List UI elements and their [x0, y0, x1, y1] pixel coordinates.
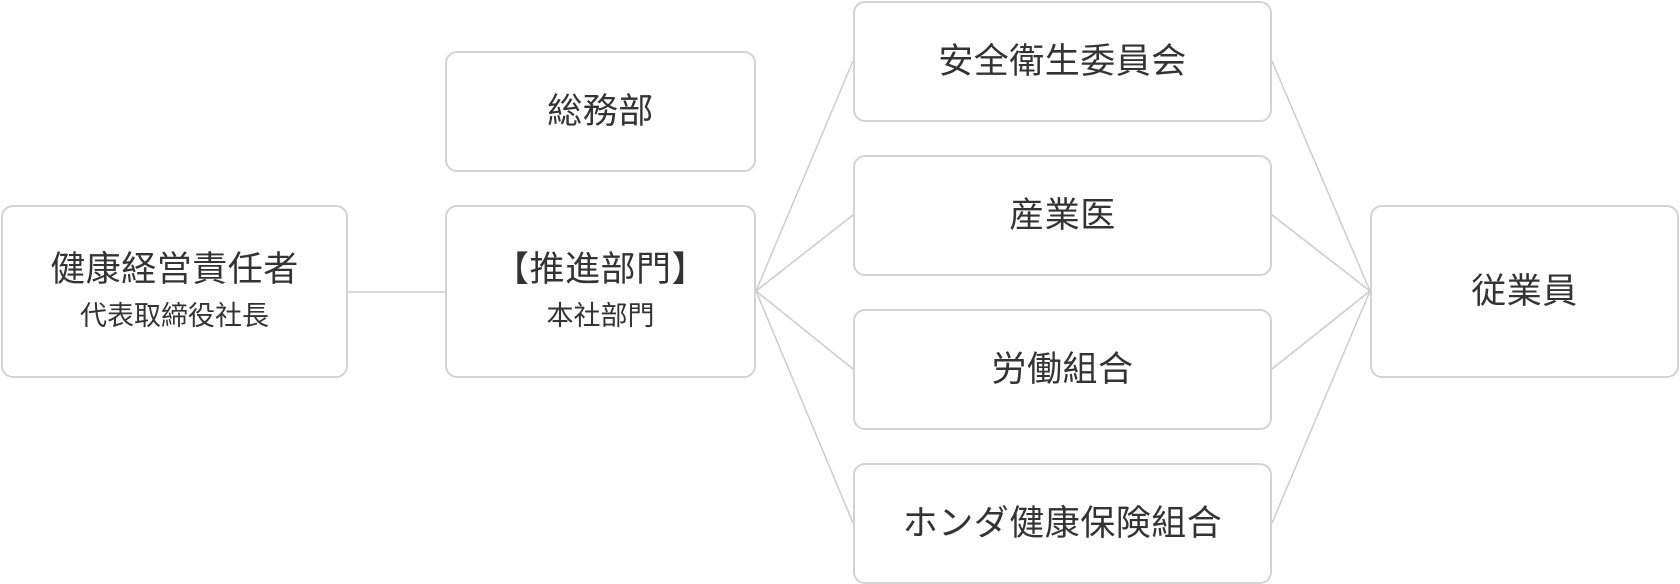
- node-subtitle: 代表取締役社長: [80, 301, 269, 333]
- node-title: 産業医: [1009, 195, 1116, 236]
- node-title: 総務部: [547, 91, 654, 132]
- node-health-insurance-association: ホンダ健康保険組合: [853, 463, 1272, 584]
- node-labor-union: 労働組合: [853, 309, 1272, 430]
- node-title: 健康経営責任者: [50, 250, 299, 291]
- connector-promotion-to-occupational-physician: [755, 214, 854, 292]
- connector-promotion-to-labor-union: [755, 290, 854, 370]
- node-promotion-department: 【推進部門】 本社部門: [445, 205, 756, 378]
- connector-occupational-physician-to-employees: [1271, 214, 1371, 292]
- connector-promotion-to-safety-committee: [755, 60, 854, 292]
- node-general-affairs: 総務部: [445, 51, 756, 172]
- node-subtitle: 本社部門: [546, 301, 655, 333]
- node-occupational-physician: 産業医: [853, 155, 1272, 276]
- node-title: ホンダ健康保険組合: [902, 503, 1223, 544]
- node-title: 安全衛生委員会: [938, 41, 1187, 82]
- connector-health-insurance-to-employees: [1271, 290, 1371, 524]
- connector-labor-union-to-employees: [1271, 290, 1371, 370]
- node-safety-health-committee: 安全衛生委員会: [853, 1, 1272, 122]
- node-title: 【推進部門】: [493, 250, 707, 291]
- connector-promotion-to-health-insurance: [755, 290, 854, 524]
- node-title: 従業員: [1471, 271, 1578, 312]
- node-health-management-leader: 健康経営責任者 代表取締役社長: [1, 205, 348, 378]
- connector-safety-committee-to-employees: [1271, 60, 1371, 292]
- node-employees: 従業員: [1370, 205, 1679, 378]
- node-title: 労働組合: [991, 349, 1134, 390]
